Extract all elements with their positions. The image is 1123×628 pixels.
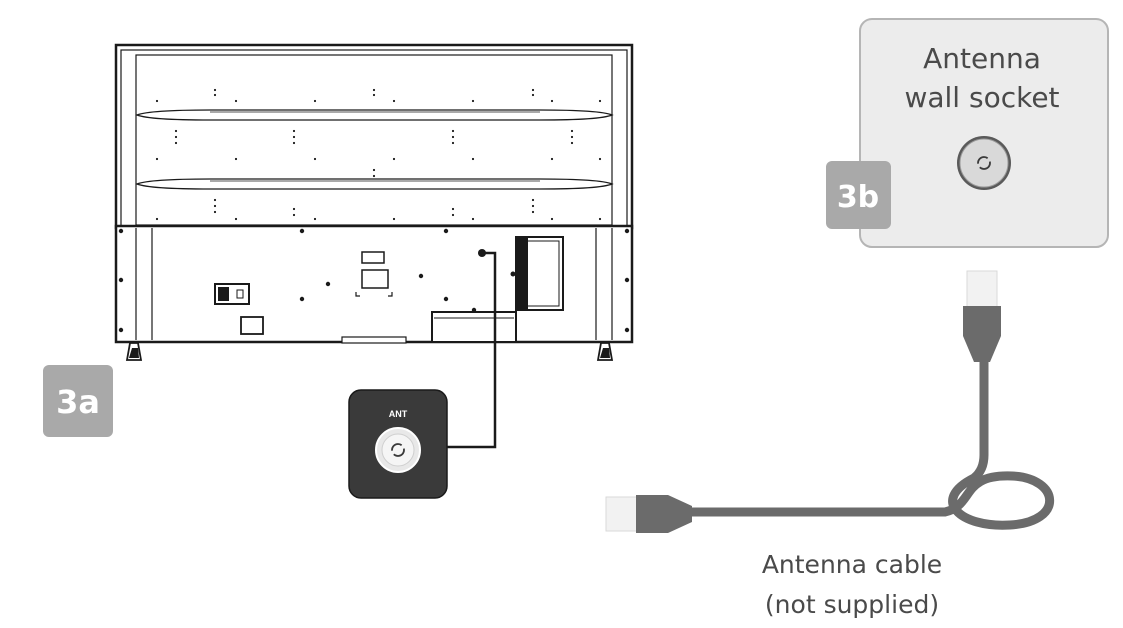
antenna-wall-socket: Antenna wall socket [859, 18, 1109, 248]
tv-screws [118, 228, 630, 333]
wall-socket-center-icon [977, 156, 991, 170]
antenna-cable [605, 270, 1054, 533]
ant-callout-line [447, 251, 497, 449]
wall-socket-title-line1: Antenna [923, 42, 1041, 75]
cable-caption-line1: Antenna cable [762, 550, 942, 579]
tv-outer-frame [114, 43, 634, 230]
wall-socket-panel [859, 18, 1109, 248]
ant-port-center-icon [391, 443, 405, 457]
ant-port-callout: ANT [348, 389, 448, 499]
step-badge-3b-text: 3b [837, 180, 879, 215]
step-badge-3b: 3b [826, 161, 891, 229]
tv-rib-upper [135, 109, 614, 121]
cable-connector-top-tip [966, 270, 998, 309]
tv-left-slot [240, 316, 264, 335]
step-badge-3a: 3a [43, 365, 113, 437]
step-badge-3a-text: 3a [56, 383, 100, 421]
tv-vent-dots [155, 88, 602, 221]
tv-rib-lower [135, 178, 614, 190]
tv-center-port-top [361, 251, 385, 264]
cable-connector-top-body [963, 306, 1001, 336]
tv-rear-view [114, 43, 634, 361]
ant-port-label: ANT [389, 409, 408, 419]
wall-socket-title-line2: wall socket [904, 81, 1059, 114]
cable-caption-line2: (not supplied) [765, 590, 939, 619]
tv-bottom-slot [431, 311, 517, 343]
cable-connector-left-tip [605, 496, 639, 532]
cable-connector-left-body [636, 495, 668, 533]
tv-center-port-mid [361, 269, 389, 289]
cable-wire [685, 355, 1054, 530]
